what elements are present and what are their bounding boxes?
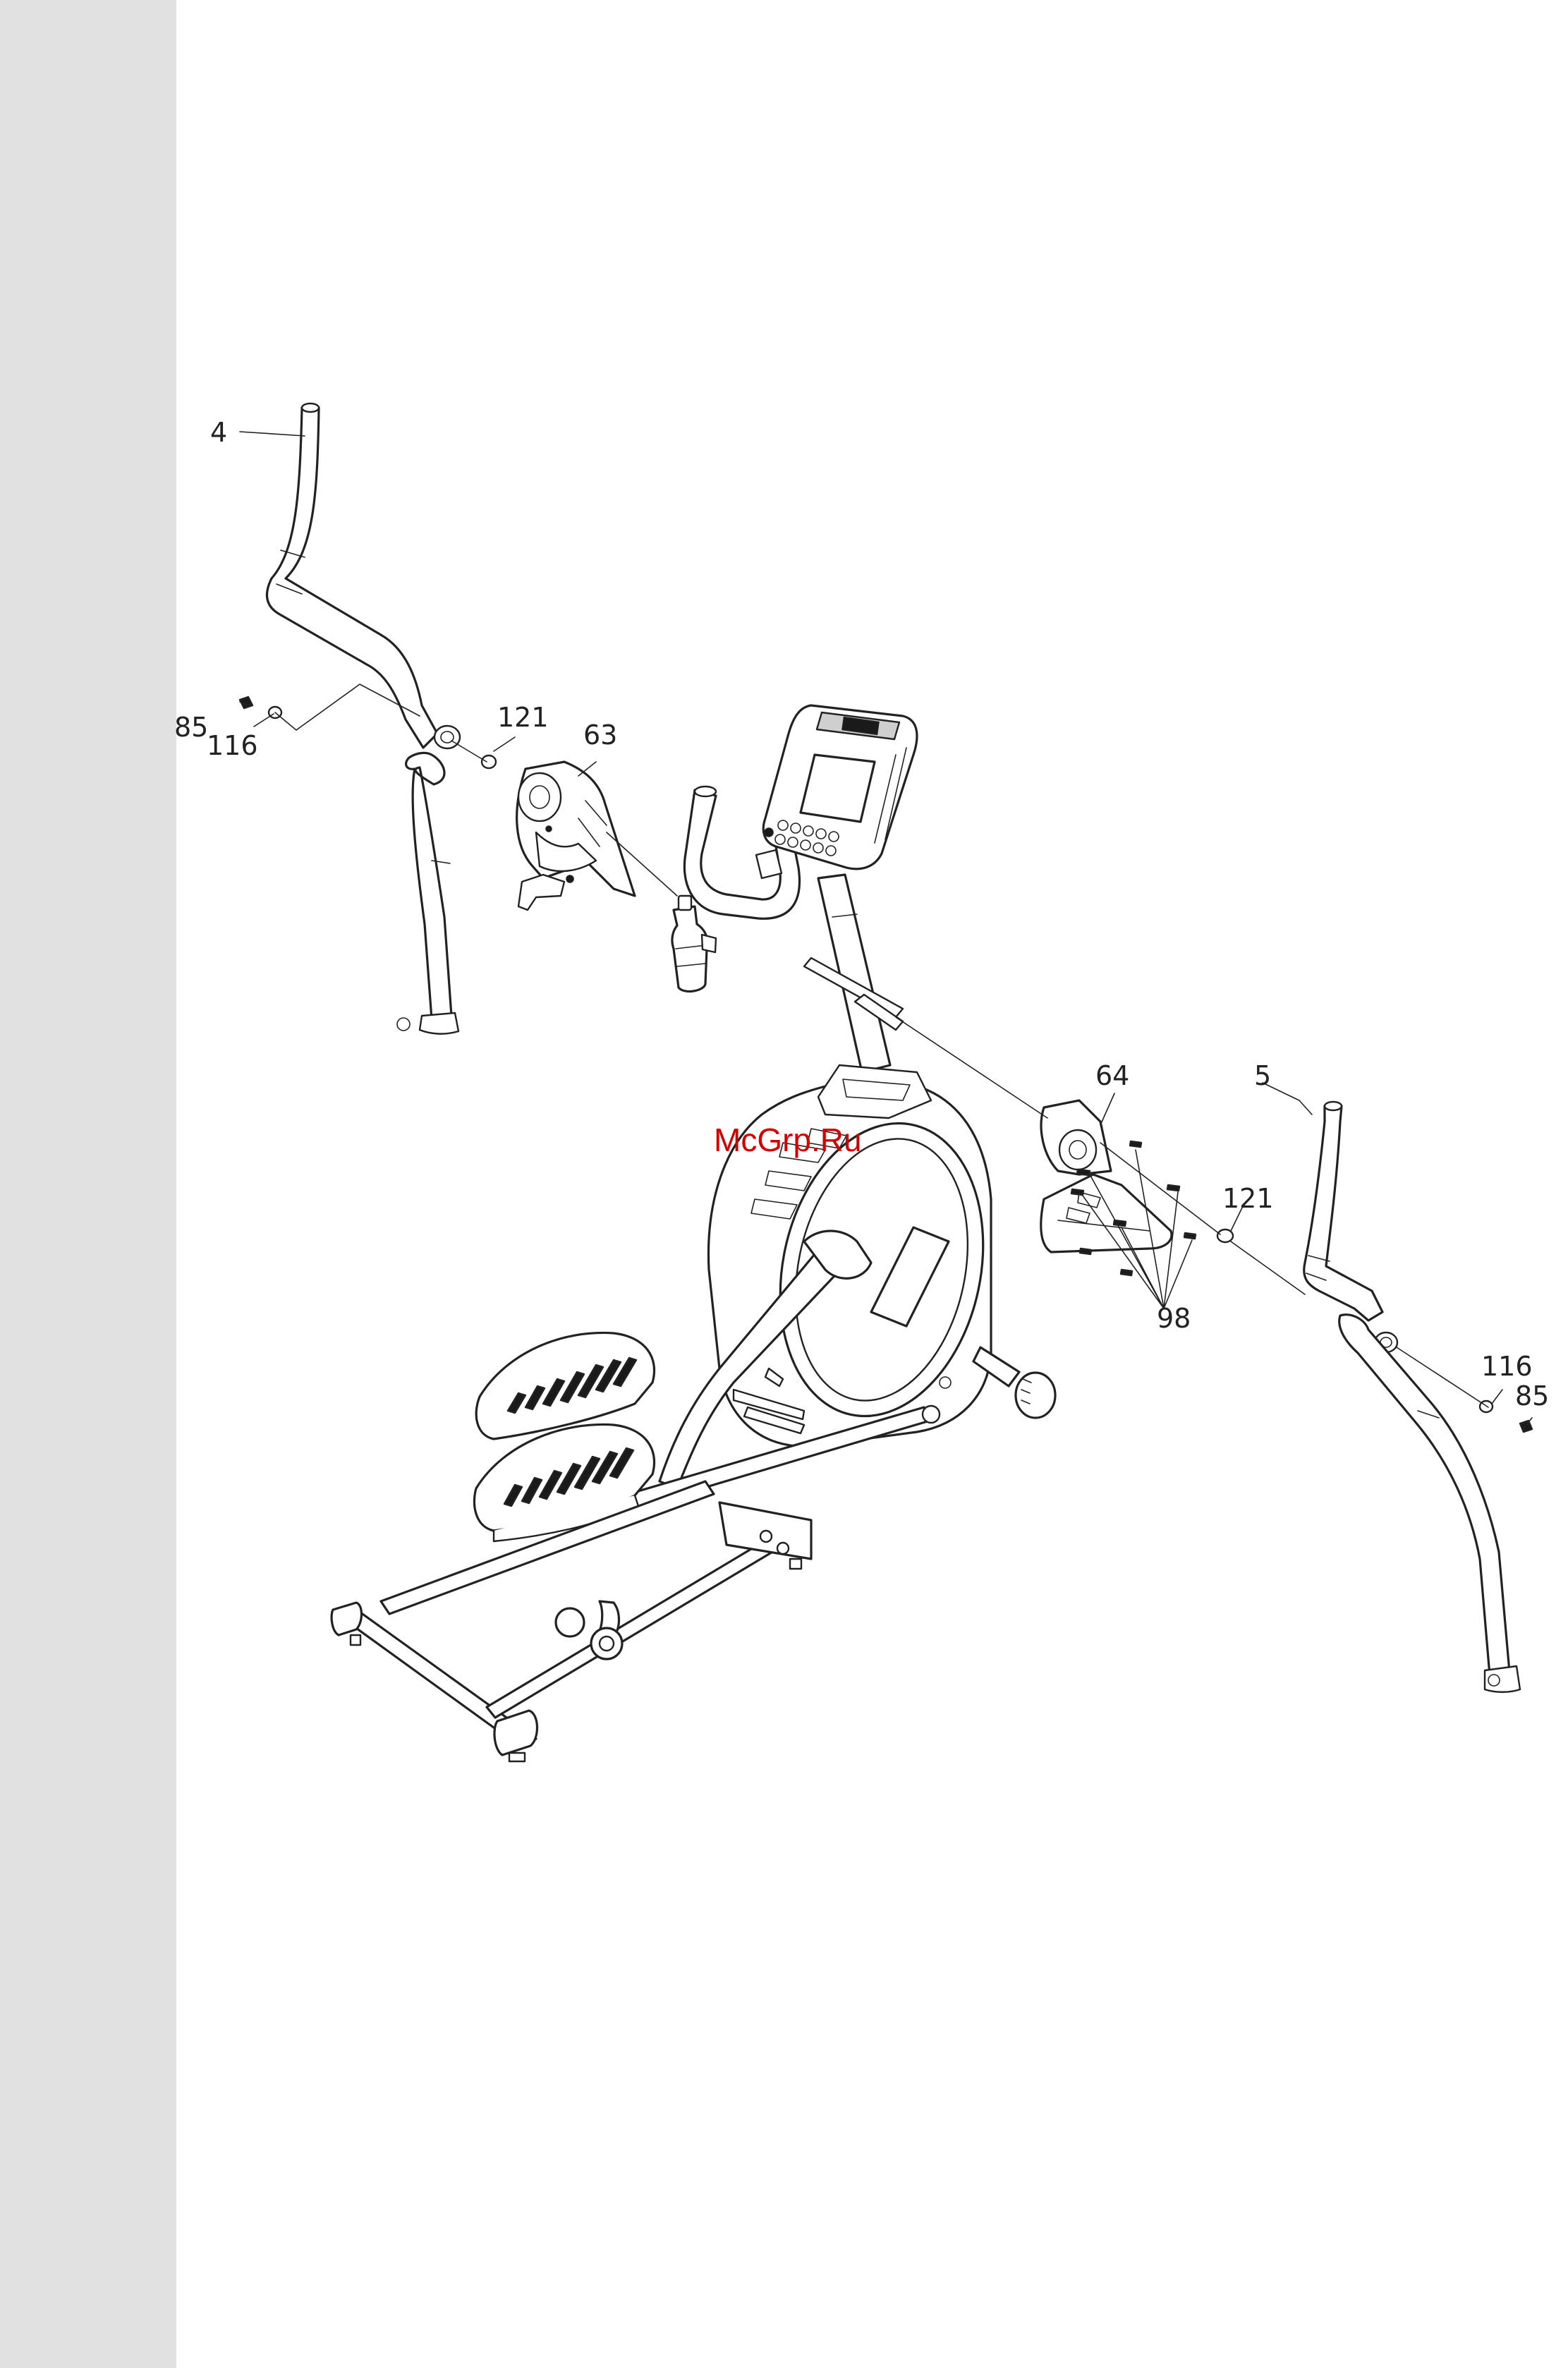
label-part-116-left: 116: [207, 730, 258, 761]
label-part-121-right: 121: [1222, 1183, 1274, 1214]
rear-left-pedal: [476, 1332, 654, 1439]
label-part-85-left: 85: [174, 712, 208, 743]
right-handlebar-part-5: [1304, 1102, 1520, 1692]
watermark: McGrp.Ru: [714, 1122, 862, 1158]
right-hood-cover-part-64: [1041, 1100, 1172, 1252]
label-part-64: 64: [1095, 1060, 1129, 1091]
label-part-121-left: 121: [497, 702, 549, 733]
left-hood-cover-part-63: [517, 762, 635, 910]
left-handlebar-part-4: [267, 403, 460, 1034]
console-display-unit: [763, 705, 917, 869]
adjustment-knob: [973, 1347, 1055, 1418]
label-part-5: 5: [1254, 1060, 1271, 1091]
label-part-98: 98: [1157, 1303, 1191, 1334]
label-part-63: 63: [583, 719, 617, 751]
label-part-4: 4: [210, 417, 227, 448]
bolt-part-85-right: [1520, 1421, 1532, 1432]
label-part-85-right: 85: [1515, 1380, 1549, 1411]
washer-part-121-left: [482, 755, 496, 768]
label-part-116-right: 116: [1481, 1351, 1533, 1382]
